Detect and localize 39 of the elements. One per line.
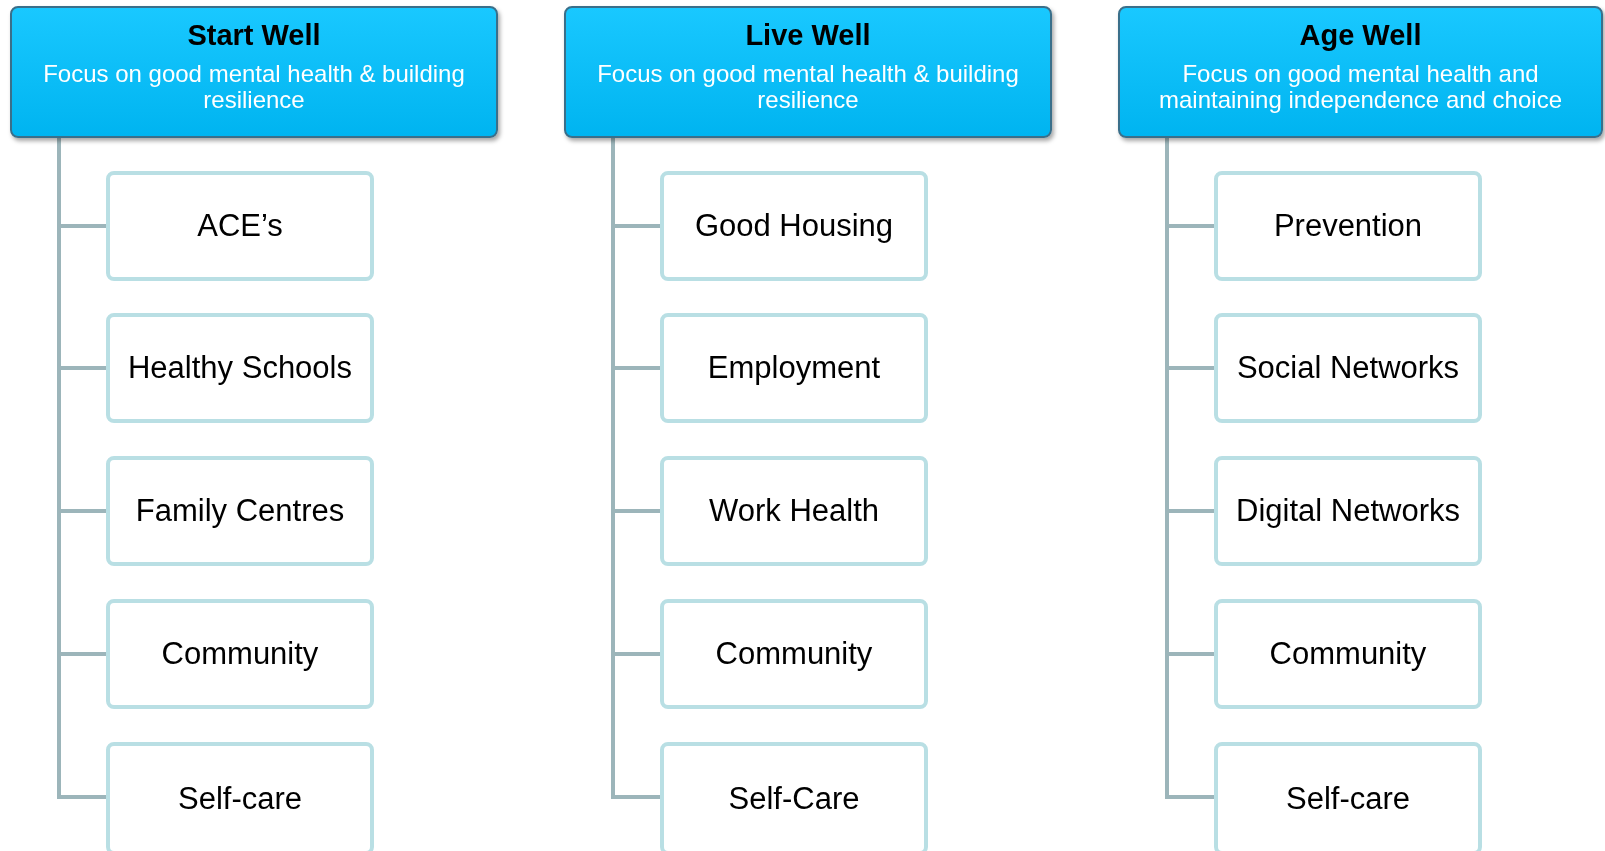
stage-header-box xyxy=(564,6,1052,138)
topic-label: ACE’s xyxy=(197,208,283,244)
stage-description: Focus on good mental health & building resilience xyxy=(596,60,1020,114)
topic-box xyxy=(1214,171,1482,281)
topic-label: Social Networks xyxy=(1236,350,1460,386)
stage-header-box xyxy=(1118,6,1603,138)
topic-box xyxy=(1214,313,1482,423)
stage-title: Start Well xyxy=(187,18,321,53)
topic-label: Community xyxy=(715,636,873,672)
topic-box xyxy=(106,456,374,566)
topic-box xyxy=(660,171,928,281)
topic-label: Community xyxy=(1269,636,1427,672)
topic-label: Self-care xyxy=(177,780,302,817)
topic-box xyxy=(660,599,928,709)
topic-label: Prevention xyxy=(1273,208,1423,244)
topic-label: Digital Networks xyxy=(1236,493,1460,529)
topic-box xyxy=(660,313,928,423)
stage-description: Focus on good mental health and maintaining independence and choice xyxy=(1158,60,1563,114)
topic-box xyxy=(1214,456,1482,566)
topic-box xyxy=(106,171,374,281)
topic-box xyxy=(106,599,374,709)
stage-title: Live Well xyxy=(745,18,871,53)
topic-label: Family Centres xyxy=(135,493,345,529)
topic-label: Self-care xyxy=(1285,780,1410,817)
topic-label: Self-Care xyxy=(728,780,860,817)
topic-box xyxy=(106,742,374,851)
stage-title: Age Well xyxy=(1299,18,1422,53)
topic-label: Healthy Schools xyxy=(128,350,352,386)
topic-label: Work Health xyxy=(709,493,879,529)
topic-label: Community xyxy=(161,636,319,672)
topic-box xyxy=(1214,742,1482,851)
topic-box xyxy=(106,313,374,423)
topic-box xyxy=(660,742,928,851)
topic-label: Good Housing xyxy=(694,208,894,244)
topic-box xyxy=(660,456,928,566)
topic-box xyxy=(1214,599,1482,709)
stage-description: Focus on good mental health & building resilience xyxy=(42,60,466,114)
stage-header-box xyxy=(10,6,498,138)
topic-label: Employment xyxy=(707,350,881,386)
